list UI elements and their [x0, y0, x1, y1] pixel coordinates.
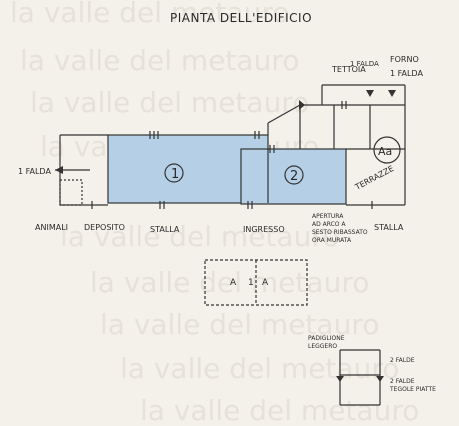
watermark-text: la valle del metauro — [90, 266, 369, 299]
page-title: PIANTA DELL'EDIFICIO — [170, 11, 312, 25]
watermark-text: la valle del metauro — [100, 308, 379, 341]
room-2-number: 2 — [290, 169, 298, 184]
legend-text-2: LEGGERO — [308, 343, 337, 350]
aia-letter-1: 1 — [248, 278, 254, 288]
watermark-text: la valle del metauro — [140, 394, 419, 426]
deposito-label: DEPOSITO — [84, 223, 125, 232]
watermark-layer: la valle del metauro la valle del metaur… — [10, 0, 419, 426]
forno-label: FORNO — [390, 55, 419, 64]
tettoia-label: TETTOIA — [331, 65, 366, 74]
stalla-2-label: STALLA — [374, 223, 404, 232]
falda-left-arrowhead — [55, 166, 63, 174]
apertura-label-3: SESTO RIBASSATO — [312, 229, 368, 236]
watermark-text: la valle del metauro — [20, 44, 299, 77]
room-a-label: Aa — [378, 145, 392, 158]
legend-diagram — [336, 349, 384, 406]
legend-text-5: TEGOLE PIATTE — [389, 386, 436, 393]
room-1-circle — [164, 163, 184, 183]
falda-left-label: 1 FALDA — [18, 167, 51, 176]
room-2 — [240, 148, 347, 205]
top-arrow-1 — [299, 100, 305, 110]
watermark-text: la valle del metauro — [60, 220, 339, 253]
legend-text-3: 2 FALDE — [390, 357, 415, 364]
watermark-text: la valle del metauro — [10, 0, 289, 29]
watermark-text: la valle del metauro — [120, 352, 399, 385]
animali-label: ANIMALI — [35, 223, 68, 232]
top-arrow-3 — [388, 90, 396, 97]
legend-text-1: PADIGLIONE — [308, 335, 345, 342]
watermark-text: la valle del metauro — [30, 86, 309, 119]
apertura-label-4: ORA MURATA — [312, 237, 352, 244]
opening-marks — [91, 101, 373, 209]
room-2-circle — [284, 165, 304, 185]
aia-letter-a2: A — [262, 278, 269, 288]
apertura-label-2: AD ARCO A — [312, 221, 346, 228]
room-1-number: 1 — [171, 167, 179, 182]
legend-text-4: 2 FALDE — [390, 378, 415, 385]
room-a-circle — [373, 136, 401, 164]
ingresso-label: INGRESSO — [243, 225, 285, 234]
aia-letter-a: A — [230, 278, 237, 288]
stalla-1-label: STALLA — [150, 225, 180, 234]
apertura-label-1: APERTURA — [312, 213, 344, 220]
deposit-box — [59, 179, 83, 206]
falda-tettoia-label: 1 FALDA — [350, 60, 379, 68]
top-arrow-2 — [366, 90, 374, 97]
falda-forno-label: 1 FALDA — [390, 69, 423, 78]
terrazze-label: TERRAZZE — [353, 164, 395, 192]
